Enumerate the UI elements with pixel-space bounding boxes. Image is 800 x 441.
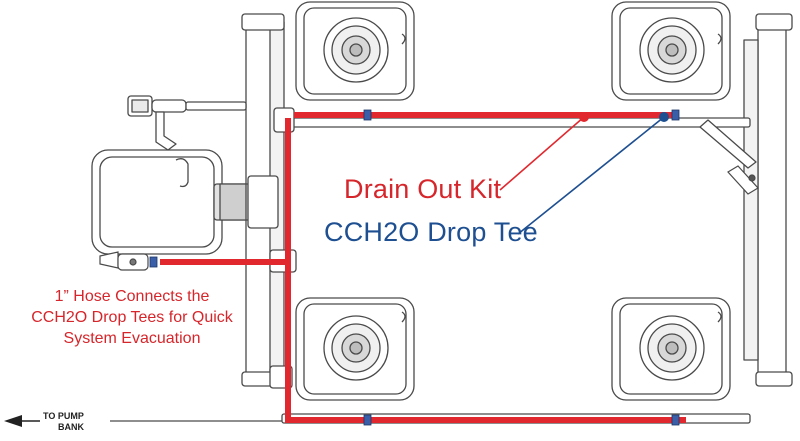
top-connector-pipe [281,117,751,128]
control-bucket [91,149,279,255]
bucket-icon [295,1,415,101]
bucket-icon [611,1,731,101]
pump-label-line2: BANK [58,422,84,432]
drain-out-kit-leader [499,116,585,191]
drop-tee-point [659,112,669,122]
drop-tee-label: CCH2O Drop Tee [324,217,538,247]
fill-valve-assembly [127,95,247,151]
drain-out-kit-label: Drain Out Kit [344,174,502,204]
diagonal-drain-pipe [699,119,757,169]
drain-fitting-icon [579,112,589,122]
pump-label-line1: TO PUMP [43,411,84,421]
bucket-icon [611,297,731,401]
right-manifold-pipe [743,21,787,378]
right-pipe-cap-top [755,13,793,31]
pump-line [4,415,282,427]
left-pipe-cap-top [241,13,285,31]
ball-valve-icon [99,165,759,271]
drop-tee-leader [517,116,665,235]
arrow-left-icon [4,415,22,427]
drain-out-kit-line [160,112,686,423]
drop-tee-icon [149,109,680,426]
bucket-icon [295,297,415,401]
right-pipe-cap-bottom [755,371,793,387]
hose-note: 1” Hose Connects the CCH2O Drop Tees for… [31,288,233,347]
